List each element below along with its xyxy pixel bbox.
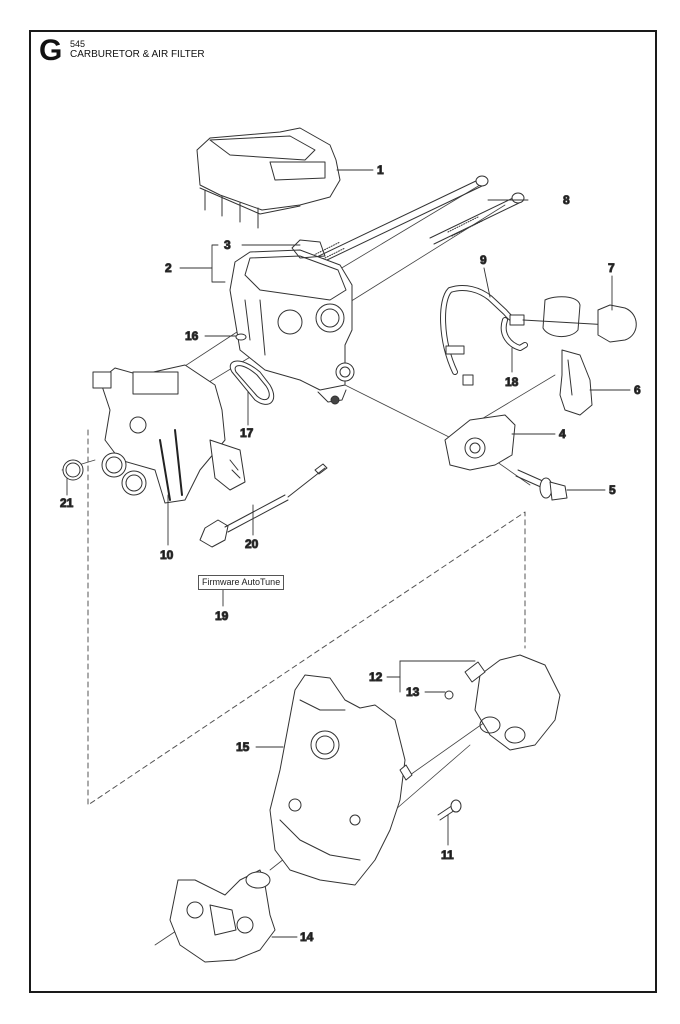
part-labels: 1 2 3 4 5 6 7 8 9 10 11 12 13 14 15 16 1…	[60, 163, 642, 945]
part-14-intake-manifold[interactable]	[169, 869, 276, 963]
part-2-air-filter-holder[interactable]	[229, 249, 355, 405]
part-16-seal[interactable]	[235, 333, 247, 341]
part-3-gasket[interactable]	[291, 239, 326, 259]
part-10-carburetor[interactable]	[92, 364, 246, 504]
label-8[interactable]: 8	[563, 193, 571, 208]
part-21-o-ring[interactable]	[62, 459, 84, 481]
leader-lines	[66, 169, 631, 938]
part-8-long-screws[interactable]	[299, 175, 525, 271]
diagram-frame	[29, 30, 657, 993]
part-20-cable-harness[interactable]	[199, 463, 328, 548]
label-7[interactable]: 7	[608, 261, 616, 276]
label-9[interactable]: 9	[480, 253, 488, 268]
part-12-intake-assembly[interactable]	[464, 654, 561, 751]
label-20[interactable]: 20	[245, 537, 260, 552]
label-4[interactable]: 4	[559, 427, 567, 442]
part-17-gasket-ring[interactable]	[229, 360, 275, 405]
label-1[interactable]: 1	[377, 163, 385, 178]
label-18[interactable]: 18	[505, 375, 520, 390]
part-1-air-filter-cover[interactable]	[196, 127, 341, 229]
label-10[interactable]: 10	[160, 548, 175, 563]
label-21[interactable]: 21	[60, 496, 75, 511]
label-17[interactable]: 17	[240, 426, 255, 441]
label-3[interactable]: 3	[224, 238, 232, 253]
label-14[interactable]: 14	[300, 930, 315, 945]
firmware-autotune-note: Firmware AutoTune	[198, 575, 285, 590]
part-13-nut[interactable]	[444, 690, 454, 700]
part-7-primer-bulb[interactable]	[522, 296, 637, 343]
label-2[interactable]: 2	[165, 261, 173, 276]
part-15-carburetor-housing[interactable]	[269, 674, 413, 886]
label-19[interactable]: 19	[215, 609, 230, 624]
part-5-spindle[interactable]	[515, 469, 568, 501]
part-6-bracket[interactable]	[559, 349, 593, 416]
label-13[interactable]: 13	[406, 685, 421, 700]
label-15[interactable]: 15	[236, 740, 251, 755]
label-16[interactable]: 16	[185, 329, 200, 344]
part-9-fuel-hose[interactable]	[440, 285, 528, 386]
label-12[interactable]: 12	[369, 670, 384, 685]
section-letter: G	[39, 34, 63, 67]
part-4-choke-control[interactable]	[444, 414, 516, 471]
part-11-screw[interactable]	[437, 799, 462, 821]
label-11[interactable]: 11	[441, 848, 455, 863]
model-number: 545	[70, 39, 86, 49]
section-title: CARBURETOR & AIR FILTER	[70, 49, 205, 60]
label-6[interactable]: 6	[634, 383, 642, 398]
label-5[interactable]: 5	[609, 483, 617, 498]
